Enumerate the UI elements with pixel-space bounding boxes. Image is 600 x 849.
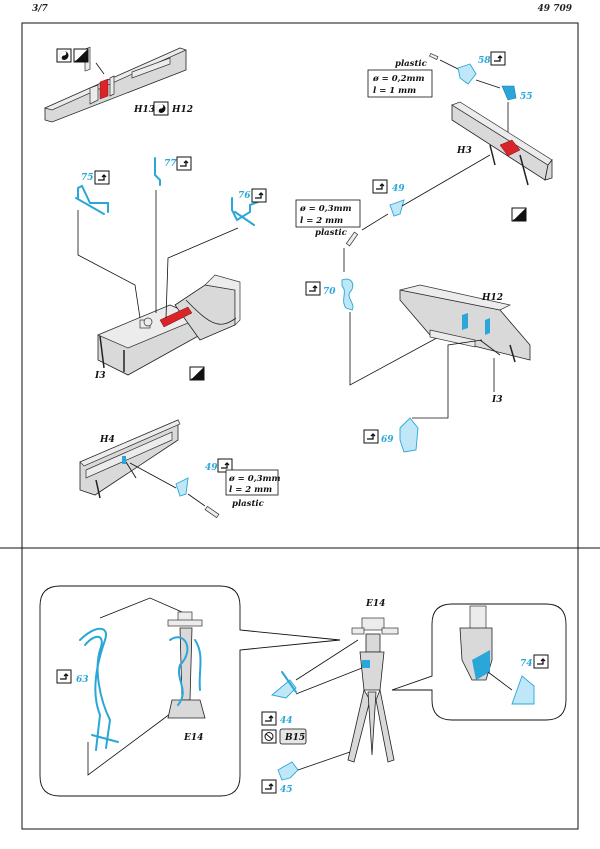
pe-number-70: 70 [323,287,336,297]
pe-part-75 [77,184,109,213]
part-e14: E14 [365,599,385,609]
bend-icon [261,711,277,726]
e14-detail [167,611,206,719]
product-code: 49 709 [537,4,572,14]
pe-number-75: 75 [81,173,94,183]
pe-number-44: 44 [280,716,293,726]
spec-diameter-1: ø = 0,2mm [372,74,425,84]
bend-icon [372,179,388,194]
pe-part-45 [277,761,299,781]
plastic-rod [429,52,439,60]
spec-box-1 [367,69,433,98]
pe-number-49: 49 [205,463,218,473]
spec-length-3: l = 2 mm [229,485,272,495]
part-h12: H12 [481,293,503,303]
part-h12: H12 [171,105,193,115]
plastic-label: plastic [315,228,348,238]
spec-box-3 [225,469,279,496]
page-frame [21,22,579,830]
part-h4: H4 [99,435,115,445]
h3-assembly [451,101,553,186]
h4-assembly [79,419,181,499]
bend-icon [363,429,379,444]
page-number: 3/7 [32,4,48,14]
yin-yang-icon [153,101,169,116]
part-h13: H13 [133,105,155,115]
pe-part-44 [271,679,297,699]
plastic-label: plastic [395,59,428,69]
pe-part-74 [511,675,535,705]
bend-icon [56,669,72,684]
spec-diameter-3: ø = 0,3mm [228,474,281,484]
pe-number-49: 49 [392,184,405,194]
bend-icon [94,170,110,185]
pe-number-45: 45 [280,785,293,795]
bend-icon [490,51,506,66]
spec-length-2: l = 2 mm [300,216,343,226]
pe-part-58 [457,63,477,85]
h12-assembly [399,284,531,363]
pe-number-77: 77 [164,159,177,169]
bend-icon [305,281,321,296]
i3-assembly [97,274,241,376]
part-b15: B15 [284,733,305,743]
part-e14: E14 [183,733,203,743]
pe-number-63: 63 [76,675,89,685]
plastic-rod [345,231,359,247]
yin-yang-icon [56,48,72,63]
leader-70 [349,312,471,386]
spec-box-2 [295,199,361,228]
pe-part-77 [154,157,161,186]
pe-part-69 [399,417,419,453]
plastic-label: plastic [232,499,265,509]
pe-number-74: 74 [520,659,533,669]
spec-length-1: l = 1 mm [373,86,416,96]
remove-icon [261,729,277,744]
pe-number-69: 69 [381,435,394,445]
part-h3: H3 [456,146,472,156]
e14-detail-leg [459,605,493,681]
leader-63-bottom [87,704,183,776]
bend-icon [176,156,192,171]
e14-stand [347,617,399,763]
leader-69 [412,339,483,419]
paint-icon [511,207,527,222]
pe-part-76-arm [234,211,255,226]
pe-part-49 [389,199,405,217]
plastic-rod [204,505,220,519]
pe-part-49 [175,477,189,497]
part-i3: I3 [94,371,105,381]
pe-part-70 [341,278,354,311]
bend-icon [261,779,277,794]
bend-icon [533,654,549,669]
pe-part-75-arm [75,197,105,215]
pe-number-76: 76 [238,191,251,201]
part-i3: I3 [491,395,502,405]
pe-part-55 [501,85,517,101]
leader-75 [77,210,141,319]
paint-icon [189,366,205,381]
part-b15-box [279,728,307,745]
pe-part-63 [79,627,119,751]
bend-icon [251,188,267,203]
pe-number-55: 55 [520,92,533,102]
pe-number-58: 58 [478,56,491,66]
pe-part-76 [231,197,259,222]
leader-63-top [99,597,183,619]
paint-icon [73,48,89,63]
h13-assembly [43,46,187,123]
spec-diameter-2: ø = 0,3mm [299,204,352,214]
leader-76 [165,227,239,319]
